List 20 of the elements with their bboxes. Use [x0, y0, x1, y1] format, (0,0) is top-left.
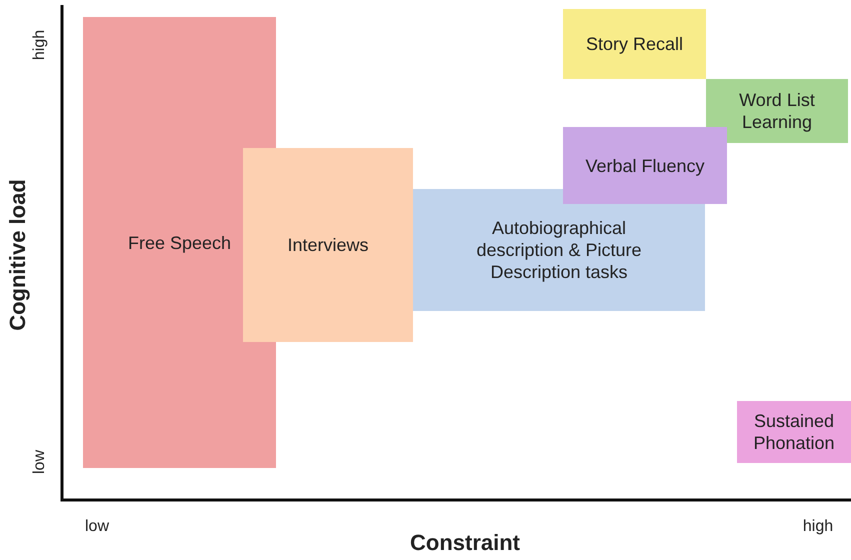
- task-label: Interviews: [287, 234, 369, 256]
- task-label: Verbal Fluency: [585, 154, 705, 176]
- task-region: [83, 17, 276, 468]
- task-region: [706, 79, 848, 143]
- axis-tick-label: low: [85, 518, 109, 536]
- task-label: Autobiographical description & Picture Description tasks: [475, 217, 643, 283]
- task-region: [737, 401, 851, 463]
- task-label: Story Recall: [586, 33, 684, 55]
- task-label: Sustained Phonation: [752, 410, 836, 454]
- task-region: [563, 127, 727, 204]
- axis-tick-label: low: [31, 450, 49, 474]
- axis-title: Cognitive load: [5, 179, 31, 331]
- task-region: [413, 189, 705, 311]
- task-region: [243, 148, 413, 342]
- axis-tick-label: high: [802, 518, 834, 536]
- axis-tick-label: high: [31, 30, 49, 60]
- task-label: Free Speech: [128, 232, 232, 254]
- axis-title: Constraint: [410, 530, 520, 556]
- task-label: Word List Learning: [738, 89, 816, 133]
- task-region: [563, 9, 706, 79]
